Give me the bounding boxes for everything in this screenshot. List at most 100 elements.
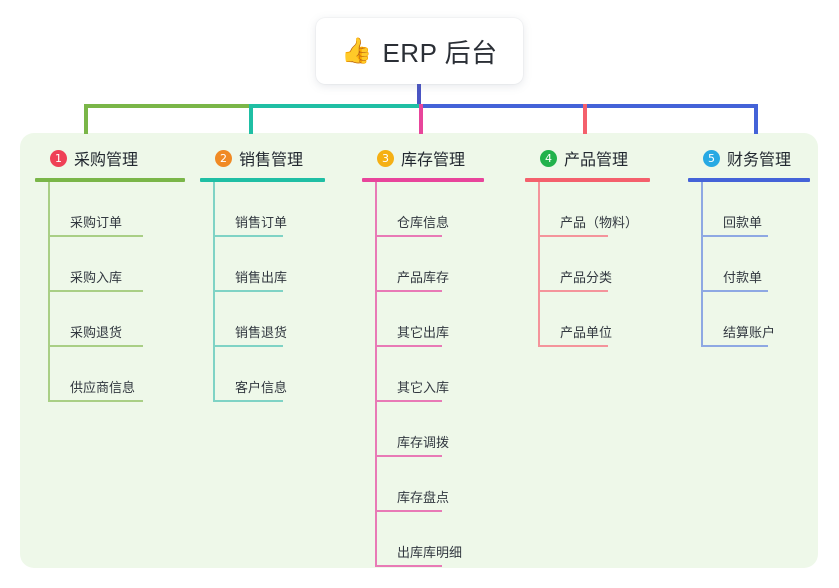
branch-number-badge: 3: [377, 149, 394, 167]
branch-item-underline: [48, 345, 143, 347]
branch-drop-4: [583, 104, 587, 134]
branch-item-spine: [213, 347, 215, 402]
branch-item[interactable]: 采购退货: [48, 292, 185, 347]
branch-item-underline: [48, 290, 143, 292]
branch-item-spine: [538, 182, 540, 237]
branch-underline: [688, 178, 810, 182]
branch-item-underline: [701, 290, 768, 292]
branch-title: 采购管理: [74, 152, 139, 169]
branch-item-underline: [375, 565, 442, 567]
branch-item[interactable]: 产品分类: [538, 237, 650, 292]
branch-number-badge: 1: [50, 149, 67, 167]
branch-title: 库存管理: [401, 152, 466, 169]
branch-item[interactable]: 回款单: [701, 182, 810, 237]
branch-item-label: 产品分类: [560, 270, 613, 285]
branch-item-label: 采购入库: [70, 270, 123, 285]
branch-underline: [525, 178, 650, 182]
branch-item[interactable]: 产品单位: [538, 292, 650, 347]
branch-item-underline: [375, 235, 442, 237]
branch-item-spine: [701, 182, 703, 237]
root-node-erp-backend[interactable]: 👍 ERP 后台: [316, 18, 523, 84]
branch-header-1[interactable]: 1 采购管理: [35, 145, 185, 171]
branch-item[interactable]: 付款单: [701, 237, 810, 292]
branch-item-underline: [538, 345, 608, 347]
branch-title: 财务管理: [727, 152, 792, 169]
branch-item[interactable]: 出库库明细: [375, 512, 484, 567]
branch-item-spine: [375, 347, 377, 402]
branch-item-underline: [48, 400, 143, 402]
branch-item-label: 产品单位: [560, 325, 613, 340]
branch-item[interactable]: 销售退货: [213, 292, 325, 347]
branch-item-underline: [538, 235, 608, 237]
branch-item-label: 回款单: [723, 215, 763, 230]
branch-item-label: 其它入库: [397, 380, 450, 395]
branch-item-label: 采购退货: [70, 325, 123, 340]
branch-item[interactable]: 库存调拨: [375, 402, 484, 457]
branch-item-label: 产品（物料）: [560, 215, 639, 230]
branch-item[interactable]: 采购订单: [48, 182, 185, 237]
branch-number-badge: 2: [215, 149, 232, 167]
branch-drop-5: [754, 104, 758, 134]
branch-item-spine: [375, 402, 377, 457]
branch-item-underline: [701, 345, 768, 347]
branch-column-3[interactable]: 3 库存管理仓库信息产品库存其它出库其它入库库存调拨库存盘点出库库明细: [362, 145, 484, 567]
root-node-content: 👍 ERP 后台: [341, 33, 497, 70]
branch-item-spine: [538, 292, 540, 347]
branch-item-label: 销售出库: [235, 270, 288, 285]
branch-items: 仓库信息产品库存其它出库其它入库库存调拨库存盘点出库库明细: [362, 182, 484, 567]
branch-item[interactable]: 产品（物料）: [538, 182, 650, 237]
branch-items: 销售订单销售出库销售退货客户信息: [200, 182, 325, 402]
branch-item[interactable]: 库存盘点: [375, 457, 484, 512]
branch-item-spine: [213, 292, 215, 347]
branch-item[interactable]: 销售订单: [213, 182, 325, 237]
branch-item[interactable]: 其它入库: [375, 347, 484, 402]
branch-item-label: 产品库存: [397, 270, 450, 285]
branch-item-spine: [538, 237, 540, 292]
branch-item-spine: [213, 237, 215, 292]
branch-item-label: 销售订单: [235, 215, 288, 230]
branch-items: 采购订单采购入库采购退货供应商信息: [35, 182, 185, 402]
branch-item-label: 供应商信息: [70, 380, 136, 395]
branches-panel: [20, 133, 818, 568]
branch-item-underline: [538, 290, 608, 292]
root-stem-connector: [417, 84, 421, 108]
branch-item[interactable]: 其它出库: [375, 292, 484, 347]
branch-underline: [200, 178, 325, 182]
branch-header-3[interactable]: 3 库存管理: [362, 145, 484, 171]
bus-segment-3: [419, 104, 758, 108]
branch-item-underline: [375, 400, 442, 402]
branch-item[interactable]: 结算账户: [701, 292, 810, 347]
branch-column-1[interactable]: 1 采购管理采购订单采购入库采购退货供应商信息: [35, 145, 185, 402]
branch-item[interactable]: 供应商信息: [48, 347, 185, 402]
branch-item-spine: [375, 182, 377, 237]
branch-item-spine: [701, 237, 703, 292]
branch-item-label: 其它出库: [397, 325, 450, 340]
branch-header-5[interactable]: 5 财务管理: [688, 145, 810, 171]
branch-item-label: 库存盘点: [397, 490, 450, 505]
branch-item[interactable]: 产品库存: [375, 237, 484, 292]
branch-item-label: 客户信息: [235, 380, 288, 395]
branch-column-5[interactable]: 5 财务管理回款单付款单结算账户: [688, 145, 810, 347]
branch-item[interactable]: 采购入库: [48, 237, 185, 292]
branch-item-label: 仓库信息: [397, 215, 450, 230]
branch-number-badge: 5: [703, 149, 720, 167]
branch-title: 产品管理: [564, 152, 629, 169]
thumbs-up-icon: 👍: [341, 36, 373, 65]
branch-item-label: 付款单: [723, 270, 763, 285]
branch-item[interactable]: 销售出库: [213, 237, 325, 292]
branch-drop-1: [84, 104, 88, 134]
branch-item[interactable]: 仓库信息: [375, 182, 484, 237]
branch-item-underline: [375, 345, 442, 347]
branch-item-underline: [375, 290, 442, 292]
branch-item-underline: [375, 455, 442, 457]
branch-item-underline: [213, 400, 283, 402]
branch-item-label: 采购订单: [70, 215, 123, 230]
branch-item[interactable]: 客户信息: [213, 347, 325, 402]
branch-item-label: 库存调拨: [397, 435, 450, 450]
branch-item-spine: [375, 292, 377, 347]
branch-item-underline: [701, 235, 768, 237]
